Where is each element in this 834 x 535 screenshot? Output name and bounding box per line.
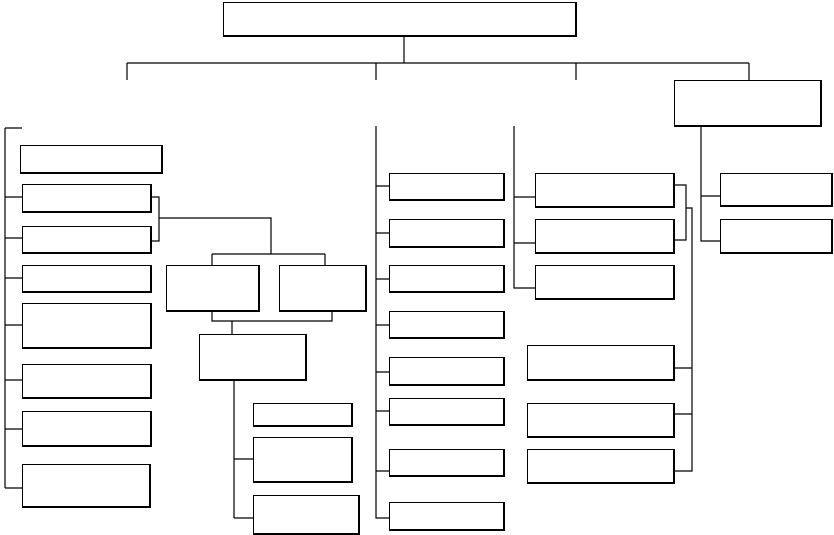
connector-c3-bracket-bottom [674,207,693,472]
col2-box-5 [389,357,505,386]
connector-c3-bracket-top [674,184,687,241]
leaf-box-2 [253,437,353,483]
col3-box-4 [527,345,675,381]
col1-box-5 [22,303,152,349]
connector-c1-bracket [152,196,272,254]
col1-box-4 [22,265,152,293]
merge-box [199,334,307,381]
connector-right-header-spine [700,126,720,242]
col2-box-1 [389,173,505,201]
col2-box-7 [389,449,505,477]
col3-box-3 [535,265,675,300]
connector-sub-bus [211,253,326,265]
col1-box-1 [20,145,163,174]
connector-sub-join [211,311,333,334]
col1-box-6 [22,364,152,399]
col1-box-2 [22,184,152,213]
col2-box-2 [389,219,505,248]
col2-box-3 [389,265,505,293]
connector-col1-ticks [5,196,22,489]
col3-box-1 [535,173,675,208]
connector-col3-ticks [514,196,535,244]
col2-box-8 [389,502,505,531]
right-header-box [674,80,822,127]
col2-box-4 [389,311,505,339]
col4-box-1 [720,173,833,207]
col1-box-8 [22,464,151,508]
connector-col2-ticks [376,185,389,472]
col2-box-6 [389,398,505,426]
leaf-box-1 [253,403,353,427]
col1-box-7 [22,411,152,447]
connector-col3-spine [513,126,535,289]
col1-box-3 [22,226,152,254]
col4-box-2 [720,219,833,254]
col3-box-6 [527,449,675,484]
connector-col1-spine [4,127,22,488]
sub-box-a [166,265,260,312]
leaf-box-3 [253,495,360,535]
sub-box-b [279,265,367,312]
connector-col2-spine [375,126,389,519]
connector-leaf-ticks [234,458,253,519]
root-box [223,2,577,37]
col3-box-2 [535,219,675,254]
col3-box-5 [527,403,675,438]
